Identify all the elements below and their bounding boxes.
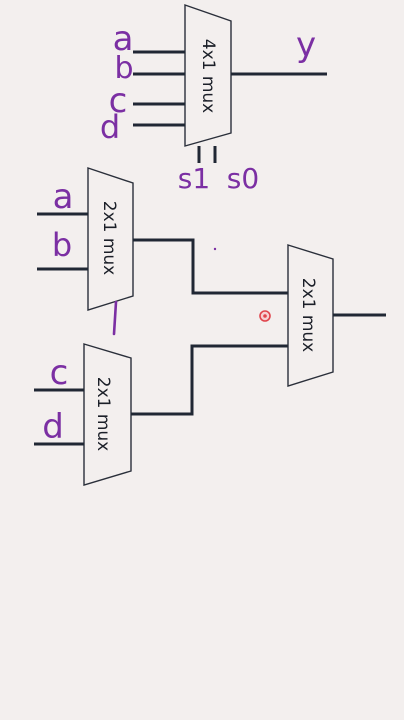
stray-dot (213, 247, 217, 251)
mux-4x1-input-c-label: c (109, 81, 128, 121)
mux-4x1: 4x1 mux a b c d y s1 s0 (100, 4, 327, 195)
mux-4x1-output-label: y (296, 25, 316, 65)
mux-2x1-top: 2x1 mux a b (37, 167, 134, 336)
mux-2x1-bottom-label: 2x1 mux (93, 377, 113, 452)
mux-2x1-final-body (287, 244, 334, 387)
wire-top-mux-to-final (133, 238, 288, 295)
mux-2x1-top-input-b-label: b (52, 226, 72, 264)
mux-4x1-body (184, 4, 232, 147)
mux-2x1-bottom-body (83, 343, 132, 486)
mux-2x1-final: 2x1 mux (287, 244, 386, 387)
mux-4x1-input-b-label: b (114, 51, 133, 86)
mux-2x1-final-label: 2x1 mux (298, 278, 318, 353)
mux-4x1-input-a-label: a (113, 19, 134, 59)
mux-2x1-bottom-input-d-label: d (42, 407, 64, 447)
select-label-s0: s0 (227, 162, 259, 195)
mux-4x1-label: 4x1 mux (198, 39, 218, 114)
mux-2x1-bottom: 2x1 mux c d (34, 343, 132, 486)
wire-bottom-mux-to-final (131, 344, 288, 416)
mux-2x1-top-label: 2x1 mux (99, 201, 119, 276)
pointer-cursor-icon (259, 310, 271, 322)
mux-2x1-bottom-input-c-label: c (50, 353, 69, 393)
mux-2x1-top-body (87, 167, 134, 311)
mux-2x1-top-input-a-label: a (53, 177, 74, 217)
mux-4x1-input-d-label: d (100, 108, 120, 146)
mux-2x1-top-select-stroke (112, 300, 118, 336)
select-label-s1: s1 (178, 162, 210, 195)
